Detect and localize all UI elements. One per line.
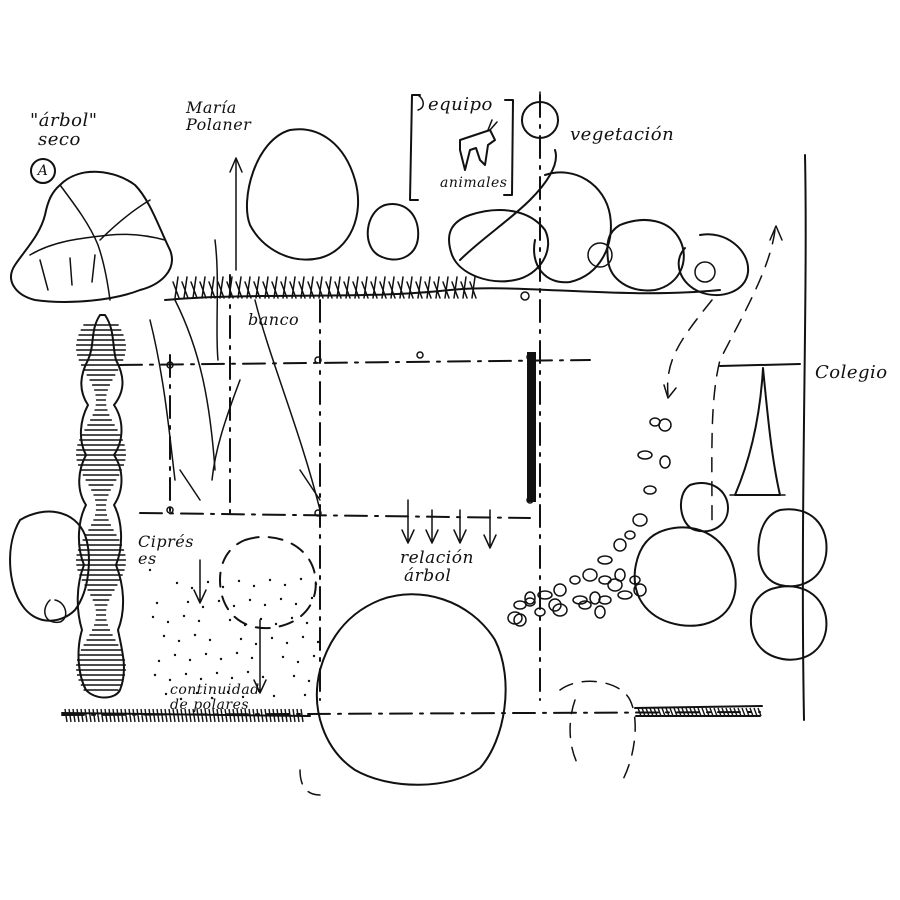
tree-right-3 [757,508,828,588]
colegio-structure [719,154,807,721]
label-banco: banco [248,310,300,329]
bottom-right-hatch [634,705,763,717]
hedge-top-grass [172,276,477,299]
cypress-tree [76,314,126,699]
tree-center-dashed [219,535,317,630]
label-maria-polaner: María Polaner [186,98,252,134]
tree-right-2 [633,526,737,627]
label-arbol-seco: "árbol" seco [30,110,98,150]
tree-right-1 [679,482,729,533]
tree-top-small [366,203,420,261]
dry-tree-crown [10,170,173,303]
label-equipo: equipo [428,94,493,115]
sketch-diagonals [149,239,321,511]
equipo-bracket [409,94,514,201]
tree-left-lower-inner [44,599,67,624]
label-cipreses: Ciprés es [138,532,194,568]
stepping-stones [507,417,672,627]
arrows [193,157,783,694]
label-circle-a: A [30,158,56,184]
label-relacion-arbol: relación árbol [400,548,474,586]
wall-element [527,352,536,502]
vegetation-cluster [448,149,750,297]
tree-left-lower [9,510,90,622]
tree-bottom-center [315,593,507,786]
label-animales: animales [440,175,508,191]
tree-right-4 [750,585,828,661]
tree-top-center [246,128,360,261]
bottom-grass-strip [61,708,311,723]
label-colegio: Colegio [815,362,888,383]
tree-bottom-center-shadow [299,680,636,796]
animal-icon [459,119,498,171]
ground-texture [148,568,320,701]
grid-nodes [166,291,534,517]
label-continuidad-polares: continuidad de polares [170,682,260,713]
label-vegetacion: vegetación [570,124,675,145]
